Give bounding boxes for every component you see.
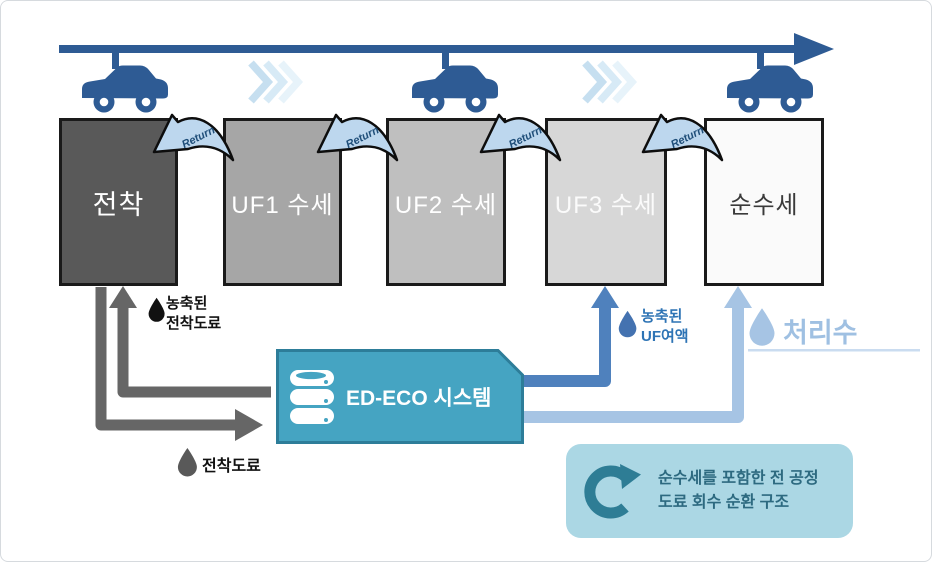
label-line: 전착도료	[166, 315, 222, 332]
label-line: UF여액	[641, 328, 689, 345]
arrow-treated-water	[522, 286, 752, 423]
note-box: 순수세를 포함한 전 공정 도료 회수 순환 구조	[566, 444, 853, 538]
arrow-uf-filtrate	[522, 286, 619, 387]
note-line: 순수세를 포함한 전 공정	[658, 470, 819, 487]
car-icon	[727, 65, 813, 113]
return-arrow-label: Return	[344, 124, 381, 151]
car-icon	[412, 65, 498, 113]
droplet-icon	[177, 447, 197, 477]
return-arrow-label: Return	[669, 124, 706, 151]
label-line: 농축된	[166, 295, 208, 312]
system-box-label: ED-ECO 시스템	[346, 386, 492, 410]
label-concentrated-uf-filtrate: 농축된 UF여액	[641, 307, 689, 347]
tank-label: UF2 수세	[394, 191, 498, 219]
car-icon	[82, 65, 168, 113]
tank-label: UF1 수세	[231, 191, 334, 219]
database-icon	[290, 369, 334, 424]
tank-label: 순수세	[729, 191, 799, 219]
conveyor-arrow	[59, 33, 834, 65]
note-text: 순수세를 포함한 전 공정 도료 회수 순환 구조	[658, 467, 819, 515]
return-arrow-label: Return	[180, 124, 217, 151]
chevron-right-icon	[248, 60, 304, 104]
return-arrow-label: Return	[507, 124, 544, 151]
chevron-right-icon	[582, 60, 638, 104]
tank-uf3: UF3 수세	[545, 118, 667, 286]
droplet-icon	[618, 310, 637, 338]
label-ed-paint: 전착도료	[202, 458, 261, 475]
recycle-icon	[584, 464, 641, 519]
label-treated-water: 처리수	[783, 318, 858, 348]
label-line: 농축된	[641, 308, 683, 325]
droplet-icon	[148, 297, 165, 322]
note-line: 도료 회수 순환 구조	[658, 494, 790, 511]
label-concentrated-ed-paint: 농축된 전착도료	[166, 294, 221, 334]
hanger-rods	[112, 47, 764, 69]
droplet-icon	[749, 308, 775, 346]
tank-label: 전착	[92, 189, 145, 220]
tank-label: UF3 수세	[554, 191, 658, 219]
tank-uf1: UF1 수세	[223, 118, 342, 286]
tank-uf2: UF2 수세	[386, 118, 506, 286]
tank-pure-rinse: 순수세	[704, 118, 824, 286]
tank-jeonchak: 전착	[59, 118, 178, 286]
system-box: ED-ECO 시스템	[276, 349, 524, 444]
